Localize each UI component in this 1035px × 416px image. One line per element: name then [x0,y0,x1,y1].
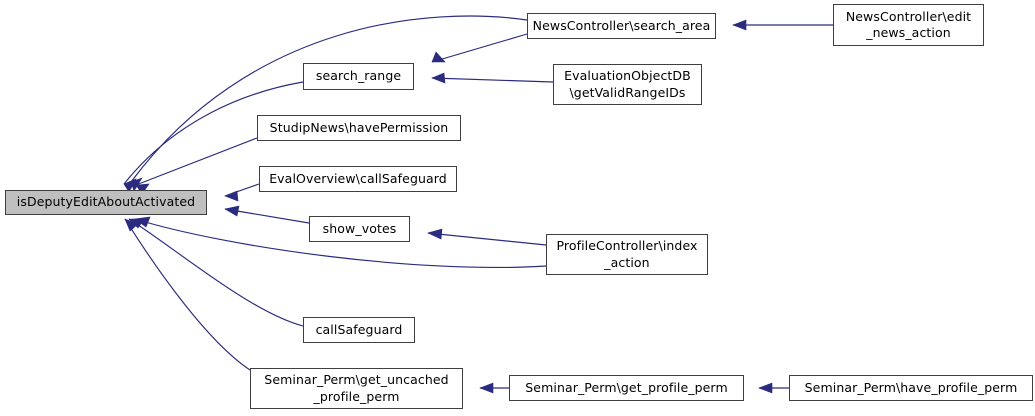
graph-node-label: Seminar_Perm\get_profile_perm [525,379,728,395]
graph-node-profilecontroller_index_action[interactable]: ProfileController\index _action [546,234,708,275]
graph-node-label: EvaluationObjectDB \getValidRangeIDs [564,68,691,100]
graph-node-news_edit_news_action[interactable]: NewsController\edit _news_action [833,4,984,46]
edge-news-search-area-to-root [130,15,528,183]
edge-news-search-area-to-search-range [431,33,528,63]
edge-profilecontroller-to-show-votes-arrowhead [427,228,443,240]
edge-have-profile-to-get-profile-arrowhead [758,382,773,394]
edge-get-profile-to-uncached-arrowhead [479,382,494,394]
graph-node-callsafeguard[interactable]: callSafeguard [303,317,415,343]
edge-profilecontroller-to-root [134,218,547,269]
edge-studipnews-to-root-arrowhead [135,183,150,195]
edge-seminar-uncached-to-root-arrowhead [124,218,139,232]
edge-news-edit-to-search-area-arrowhead [732,19,747,31]
graph-node-label: callSafeguard [315,321,403,337]
edge-evaloverview-to-root-arrowhead [224,190,239,202]
edge-evaluationobjectdb-to-search-range [431,77,554,83]
graph-node-label: search_range [315,68,402,84]
graph-node-label: NewsController\search_area [532,17,711,33]
graph-node-label: EvalOverview\callSafeguard [269,170,447,186]
edge-seminar-uncached-to-root [124,218,251,371]
graph-node-seminar_perm_get_uncached_profile_perm[interactable]: Seminar_Perm\get_uncached _profile_perm [250,368,463,409]
edge-search-range-to-root [123,81,304,185]
edge-evaluationobjectdb-to-search-range-arrowhead [431,72,446,84]
graph-node-show_votes[interactable]: show_votes [309,216,410,242]
edge-show-votes-to-root [224,208,310,224]
edge-show-votes-to-root-arrowhead [224,205,240,217]
graph-node-label: isDeputyEditAboutActivated [16,194,196,210]
graph-node-label: StudipNews\havePermission [269,119,449,135]
graph-node-evaloverview_callsafeguard[interactable]: EvalOverview\callSafeguard [259,166,457,192]
graph-node-news_search_area[interactable]: NewsController\search_area [527,13,716,39]
edge-profilecontroller-to-show-votes [427,232,547,246]
graph-node-label: NewsController\edit _news_action [845,8,972,41]
edge-callsafeguard-to-root [128,218,304,327]
graph-node-seminar_perm_get_profile_perm[interactable]: Seminar_Perm\get_profile_perm [509,375,744,401]
graph-node-label: ProfileController\index _action [556,238,698,270]
graph-node-studipnews_havepermission[interactable]: StudipNews\havePermission [257,115,461,141]
graph-node-label: Seminar_Perm\have_profile_perm [804,379,1018,395]
graph-node-label: Seminar_Perm\get_uncached _profile_perm [264,372,449,404]
graph-node-seminar_perm_have_profile_perm[interactable]: Seminar_Perm\have_profile_perm [789,375,1033,401]
graph-node-search_range[interactable]: search_range [303,63,414,90]
graph-node-evaluationobjectdb[interactable]: EvaluationObjectDB \getValidRangeIDs [553,64,702,105]
edge-studipnews-to-root [135,137,258,186]
edge-search-range-to-root-arrowhead [123,178,137,193]
edge-news-search-area-to-search-range-arrowhead [431,51,446,63]
graph-node-label: show_votes [322,220,397,236]
graph-node-root[interactable]: isDeputyEditAboutActivated [5,190,207,215]
